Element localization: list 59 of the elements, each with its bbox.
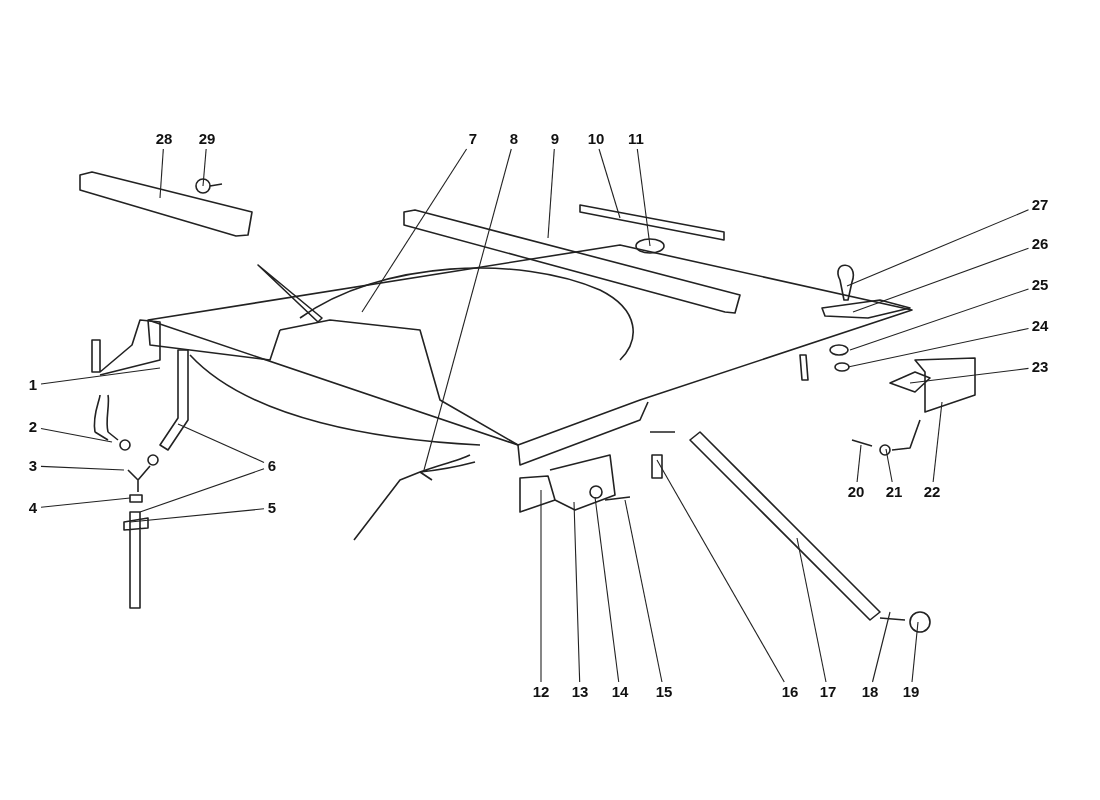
leader-line xyxy=(139,468,265,513)
callout-number: 3 xyxy=(28,457,38,475)
leader-line xyxy=(849,288,1030,351)
leader-line xyxy=(177,423,265,463)
callout-number: 24 xyxy=(1031,317,1049,335)
leader-line xyxy=(423,148,512,471)
leader-line xyxy=(885,448,893,483)
callout-number: 11 xyxy=(628,130,644,148)
leader-line xyxy=(40,465,125,471)
leader-line xyxy=(796,537,827,683)
callout-number: 18 xyxy=(861,683,879,701)
callout-number: 28 xyxy=(155,130,173,148)
leader-line xyxy=(40,497,131,508)
leader-line xyxy=(656,459,785,683)
leader-line xyxy=(909,367,1030,384)
leader-line xyxy=(847,327,1030,368)
callout-number: 16 xyxy=(781,683,799,701)
callout-number: 7 xyxy=(468,130,478,148)
callout-number: 22 xyxy=(923,483,941,501)
callout-number: 12 xyxy=(532,683,550,701)
leader-line xyxy=(547,148,555,239)
callout-number: 1 xyxy=(28,376,38,394)
callout-number: 8 xyxy=(509,130,519,148)
leader-line xyxy=(871,611,891,683)
leader-line xyxy=(573,501,581,683)
leader-line xyxy=(624,499,663,683)
callout-number: 26 xyxy=(1031,235,1049,253)
callout-number: 27 xyxy=(1031,196,1049,214)
leader-line xyxy=(598,148,621,219)
leader-line xyxy=(636,148,651,247)
leader-line xyxy=(361,148,468,313)
callout-number: 29 xyxy=(198,130,216,148)
leader-line xyxy=(852,247,1030,313)
leader-line xyxy=(911,621,919,683)
callout-number: 9 xyxy=(550,130,560,148)
leader-line xyxy=(159,148,164,199)
leader-line xyxy=(594,496,620,683)
leader-line xyxy=(40,427,113,443)
callout-number: 19 xyxy=(902,683,920,701)
leader-line xyxy=(932,401,943,483)
callout-number: 15 xyxy=(655,683,673,701)
leader-line xyxy=(540,489,542,683)
leader-line xyxy=(129,508,265,523)
callout-number: 5 xyxy=(267,499,277,517)
leader-line xyxy=(856,444,862,483)
callout-number: 21 xyxy=(885,483,903,501)
callout-number: 14 xyxy=(611,683,629,701)
callout-number: 2 xyxy=(28,418,38,436)
callout-number: 25 xyxy=(1031,276,1049,294)
callout-number: 23 xyxy=(1031,358,1049,376)
callout-number: 17 xyxy=(819,683,837,701)
callout-number: 6 xyxy=(267,457,277,475)
callout-number: 10 xyxy=(587,130,605,148)
callout-number: 4 xyxy=(28,499,38,517)
callout-number: 20 xyxy=(847,483,865,501)
callout-number: 13 xyxy=(571,683,589,701)
leader-line xyxy=(40,367,161,385)
leader-line xyxy=(202,148,207,187)
leader-line xyxy=(846,209,1030,287)
